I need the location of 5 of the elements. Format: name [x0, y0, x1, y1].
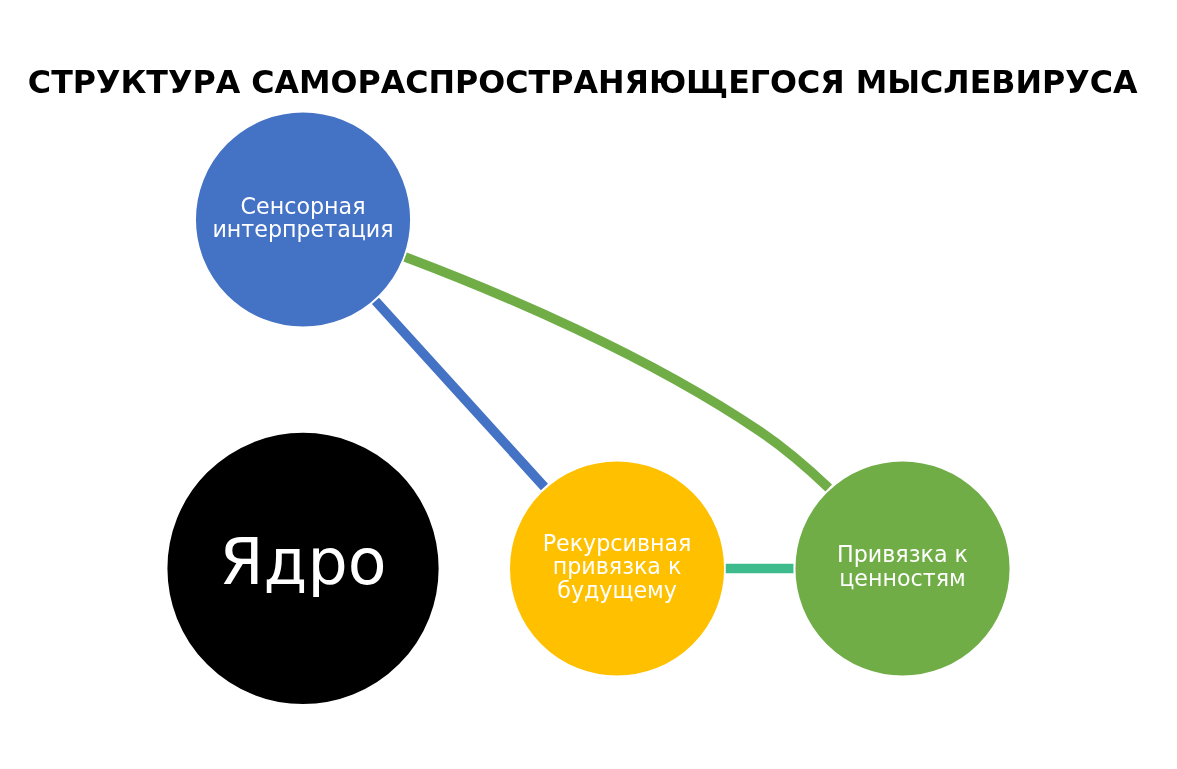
connector	[403, 252, 832, 492]
diagram-title: СТРУКТУРА САМОРАСПРОСТРАНЯЮЩЕГОСЯ МЫСЛЕВИРУСА	[27, 64, 1138, 101]
connector	[725, 563, 794, 574]
node-circle: Привязка к ценностям	[792, 458, 1013, 679]
connector	[371, 297, 548, 491]
